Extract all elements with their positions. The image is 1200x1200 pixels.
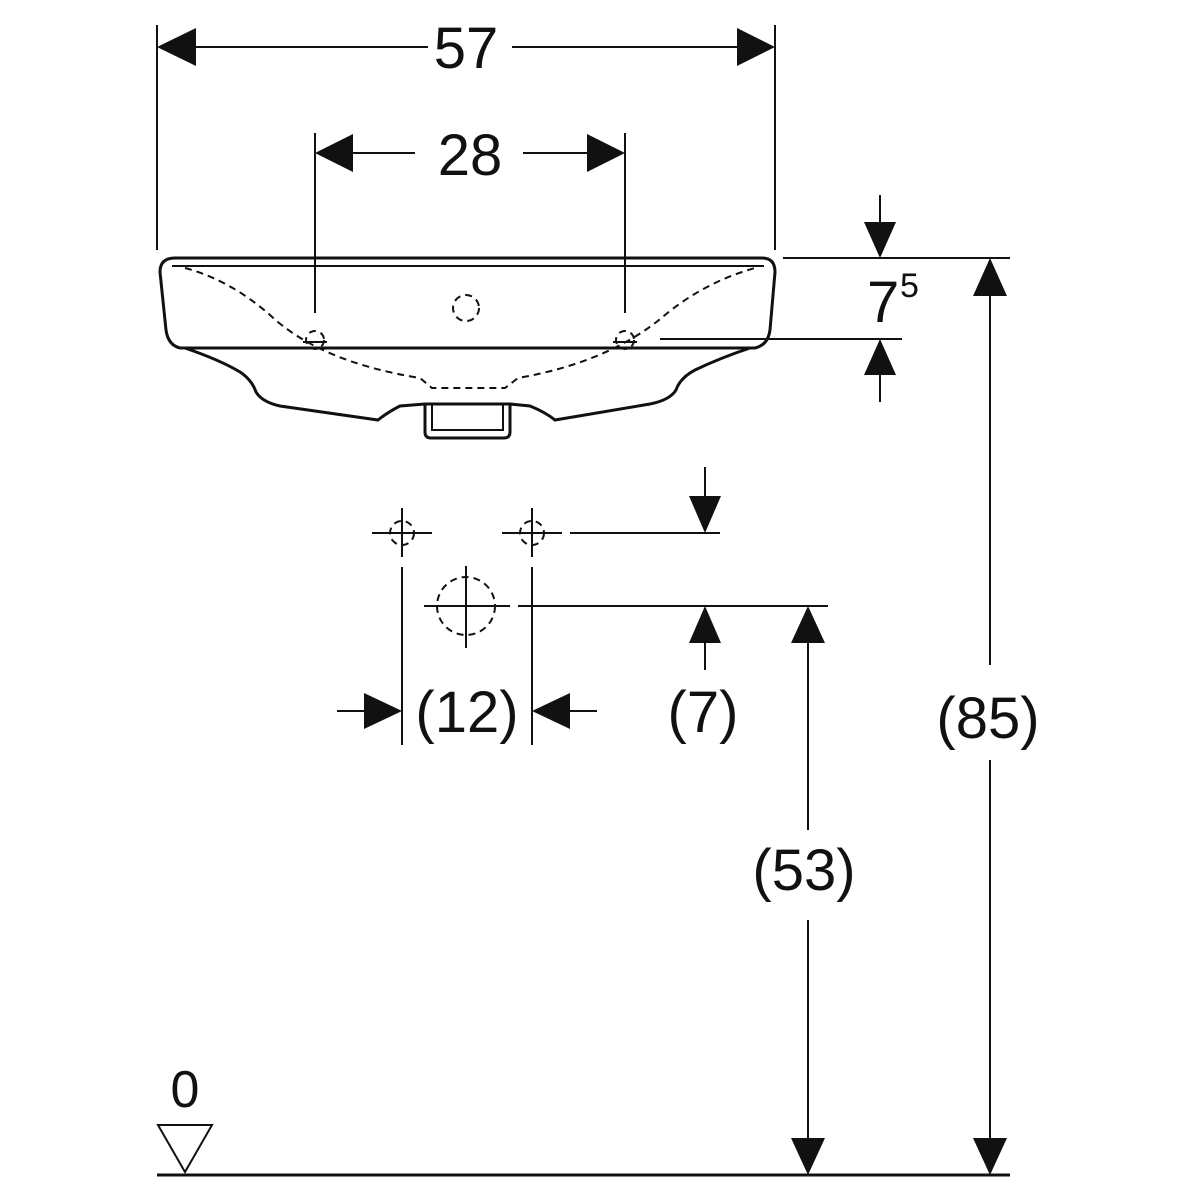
dimension-overall-width: 57: [156, 16, 776, 250]
arrow-right-icon: [737, 28, 775, 66]
floor-level-marker: 0: [156, 1061, 1010, 1177]
dimension-connection-spacing: (12): [337, 680, 597, 745]
connection-right-icon: [502, 508, 562, 557]
arrow-down-icon: [864, 222, 896, 258]
rim-thickness-label: 7: [867, 270, 899, 335]
arrow-right-icon: [364, 693, 402, 729]
drain-outlet-inner: [431, 404, 504, 431]
dimension-rim-thickness: 7 5: [660, 195, 1010, 402]
arrow-left-icon: [532, 693, 570, 729]
arrow-down-icon: [973, 1138, 1007, 1175]
bowl-hidden-contour: [184, 267, 756, 389]
arrow-right-icon: [587, 134, 625, 172]
drain-height-label: (53): [752, 838, 855, 903]
dimension-rim-height: (85): [936, 258, 1040, 1175]
dimension-drain-height: (53): [752, 606, 856, 1175]
drain-outlet: [423, 404, 512, 440]
drain-connection-icon: [424, 566, 510, 648]
overall-width-label: 57: [434, 16, 499, 81]
connection-spacing-label: (12): [415, 680, 518, 745]
arrow-up-icon: [864, 339, 896, 375]
level-triangle-icon: [156, 1124, 214, 1175]
arrow-left-icon: [157, 28, 196, 66]
rim-height-label: (85): [936, 686, 1039, 751]
tap-hole-spacing-label: 28: [438, 123, 503, 188]
arrow-down-icon: [689, 496, 721, 533]
arrow-up-icon: [973, 258, 1007, 296]
washbasin-outline: [158, 256, 777, 440]
wall-connection-points: [372, 508, 828, 745]
dimension-connection-offset: (7): [668, 467, 739, 745]
overflow-hole-icon: [452, 294, 480, 322]
basin-underside: [184, 346, 751, 422]
tap-hole-right-icon: [613, 330, 637, 350]
dimension-tap-hole-spacing: 28: [314, 123, 626, 313]
arrow-down-icon: [791, 1138, 825, 1175]
tap-hole-left-icon: [303, 330, 327, 350]
arrow-up-icon: [689, 606, 721, 643]
connection-left-icon: [372, 508, 432, 557]
arrow-left-icon: [315, 134, 353, 172]
rim-thickness-superscript: 5: [900, 267, 919, 305]
basin-rim: [158, 256, 777, 350]
arrow-up-icon: [791, 606, 825, 643]
floor-level-label: 0: [171, 1061, 200, 1119]
connection-offset-label: (7): [668, 680, 739, 745]
